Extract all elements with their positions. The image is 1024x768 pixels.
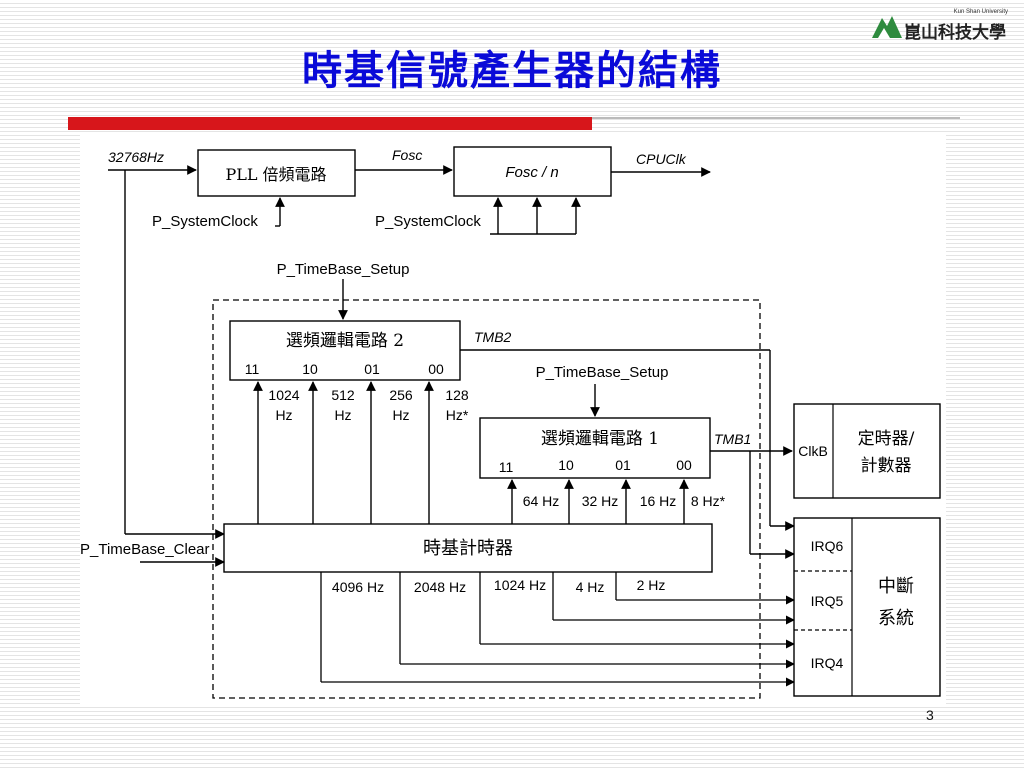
selector2-block [229,320,461,381]
pll-block [197,149,356,197]
timebase-counter-block [223,523,713,573]
logo-chinese-text: 崑山科技大學 [904,23,1006,43]
counter-out-1024: 1024 Hz [494,577,546,593]
tmb1-label: TMB1 [714,431,751,447]
irq4-label: IRQ4 [811,655,844,671]
selector1-freq-64: 64 Hz [523,493,560,509]
irq6-label: IRQ6 [811,538,844,554]
page-number: 3 [926,707,934,723]
pll-block-label: PLL 倍頻電路 [225,165,326,184]
counter-out-4096: 4096 Hz [332,579,384,595]
logo-english-text: Kun Shan University [953,9,1008,15]
interrupt-system-label: 中斷系統 [878,576,914,629]
selector1-pin-10: 10 [558,457,574,473]
selector1-pin-00: 00 [676,457,692,473]
slide-title: 時基信號產生器的結構 [302,47,722,94]
clkb-label: ClkB [798,443,828,459]
mountain-logo-icon [872,16,902,38]
interrupt-system-block [793,517,941,697]
tmb2-label: TMB2 [474,329,512,345]
selector1-freq-16: 16 Hz [640,493,677,509]
timebase-module-boundary [212,299,761,699]
selector1-title: 選頻邏輯電路 1 [541,429,659,449]
title-rule-gray [592,117,960,119]
counter-out-4: 4 Hz [576,579,605,595]
input-signal-label: 32768Hz [108,149,164,165]
timebase-diagram: 32768Hz PLL 倍頻電路 Fosc Fosc / n CPUClk P_… [80,134,946,706]
selector1-block [479,417,711,479]
selector2-pin-00: 00 [428,361,444,377]
selector1-freq-32: 32 Hz [582,493,619,509]
timebase-setup-label-mid: P_TimeBase_Setup [536,364,669,381]
timer-counter-label: 定時器/計數器 [858,429,915,476]
divider-block [453,146,612,197]
cpuclk-label: CPUClk [636,151,687,167]
selector2-pin-11: 11 [245,361,260,377]
counter-out-2: 2 Hz [637,577,666,593]
system-clock-label-1: P_SystemClock [152,213,258,230]
fosc-label: Fosc [392,147,422,163]
title-rule-red [68,117,592,130]
selector1-freq-8: 8 Hz* [691,493,726,509]
counter-out-2048: 2048 Hz [414,579,466,595]
timebase-setup-label-top: P_TimeBase_Setup [277,261,410,278]
system-clock-label-2: P_SystemClock [375,213,481,230]
university-logo: Kun Shan University 崑山科技大學 [870,6,1020,46]
selector2-title: 選頻邏輯電路 2 [286,331,404,351]
selector2-pin-10: 10 [302,361,318,377]
divider-block-label: Fosc / n [505,164,558,181]
selector1-pin-01: 01 [615,457,631,473]
irq5-label: IRQ5 [811,593,844,609]
selector1-pin-11: 11 [499,459,514,475]
timebase-counter-label: 時基計時器 [423,538,513,559]
timer-counter-block [793,403,941,499]
diagram-canvas: 32768Hz PLL 倍頻電路 Fosc Fosc / n CPUClk P_… [80,146,941,699]
clear-signal-label: P_TimeBase_Clear [80,541,210,558]
selector2-pin-01: 01 [364,361,380,377]
